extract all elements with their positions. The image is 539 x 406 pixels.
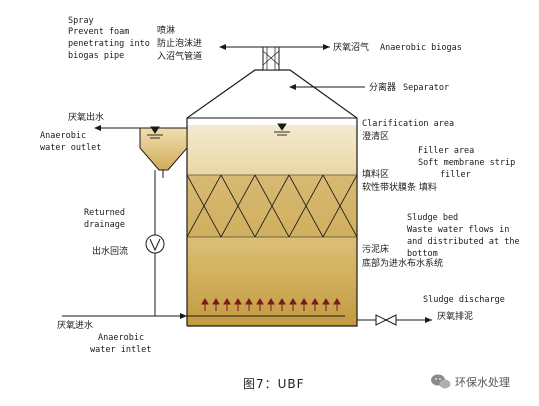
inlet-label-en: Anaerobic water intlet (90, 333, 151, 355)
sludge-bed-label-cn: 污泥床 底部为进水布水系统 (362, 243, 443, 269)
watermark: 环保水处理 (431, 374, 510, 389)
outlet-label-en: Anaerobic water outlet (40, 131, 101, 153)
inlet-label-cn: 厌氧进水 (57, 319, 93, 331)
clarification-label-en: Clarification area (362, 119, 454, 129)
returned-label-cn: 出水回流 (92, 245, 128, 257)
watermark-text: 环保水处理 (455, 375, 510, 389)
spray-label-en: Spray Prevent foam penetrating into biog… (68, 16, 155, 61)
water-level-symbol (274, 123, 290, 136)
sludge-discharge-label-cn: 厌氧排泥 (437, 310, 473, 322)
sludge-bed-label-en: Sludge bed Waste water flows in and dist… (407, 213, 525, 259)
returned-label-en: Returned drainage (84, 208, 130, 230)
filler-label-en: Filler area Soft membrane strip filler (418, 146, 520, 180)
biogas-chimney (219, 44, 365, 90)
biogas-label-en: Anaerobic biogas (380, 43, 462, 53)
distribution-arrows (201, 298, 341, 311)
valve-icon (375, 314, 397, 326)
sludge-discharge-pipe (357, 314, 432, 326)
spray-arrow (219, 44, 226, 50)
biogas-label-cn: 厌氧沼气 (333, 41, 369, 53)
separator-arrow (289, 84, 296, 90)
sludge-discharge-label-en: Sludge discharge (423, 295, 505, 305)
inlet-pipe (62, 313, 187, 319)
filler-cross-pattern (186, 174, 358, 238)
spray-label-cn: 喷淋 防止泡沫进 入沼气管道 (157, 24, 205, 62)
pump-icon (145, 234, 165, 254)
separator-label-cn: 分离器 (369, 81, 396, 93)
outlet-label-cn: 厌氧出水 (68, 111, 104, 123)
reactor-tank (160, 69, 358, 327)
wechat-icon (431, 374, 451, 389)
outlet-hopper (94, 125, 188, 178)
separator-label-en: Separator (403, 83, 449, 93)
filler-label-cn: 填料区 软性带状膜条 填料 (362, 168, 437, 193)
biogas-arrow (323, 44, 330, 50)
clarification-label-cn: 澄清区 (362, 130, 389, 142)
figure-caption: 图7：UBF (243, 377, 305, 391)
